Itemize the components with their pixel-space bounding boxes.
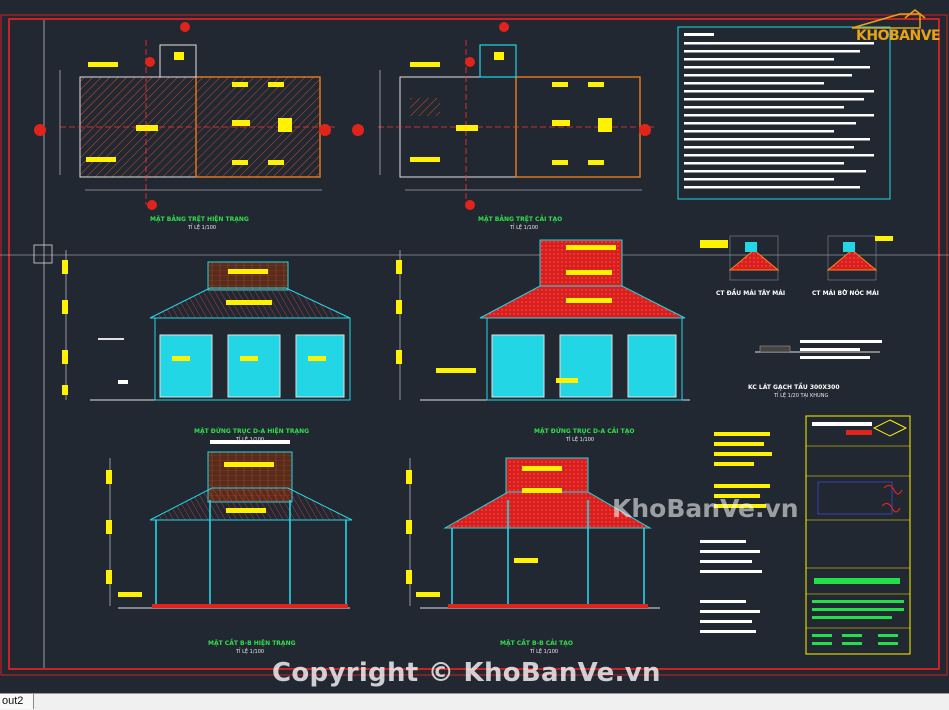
notes-block <box>677 26 891 200</box>
scale-section-renovated: TỈ LỆ 1/100 <box>530 649 559 655</box>
floor-detail <box>755 340 882 359</box>
scale-section-existing: TỈ LỆ 1/100 <box>236 649 265 655</box>
title-plan-existing: MẶT BẰNG TRỆT HIỆN TRẠNG <box>150 216 249 223</box>
scale-plan-existing: TỈ LỆ 1/100 <box>188 225 217 231</box>
elevation-existing <box>62 250 351 401</box>
title-block <box>805 415 911 655</box>
scale-elevation-renovated: TỈ LỆ 1/100 <box>566 437 595 443</box>
title-detail-b: CT MÁI BỜ NÓC MÁI <box>812 290 879 297</box>
logo-text: KHOBANVE <box>856 28 941 44</box>
scale-elevation-existing: TỈ LỆ 1/100 <box>236 437 265 443</box>
layout-tab-bar <box>0 693 949 710</box>
title-plan-renovated: MẶT BẰNG TRỆT CẢI TẠO <box>478 216 563 223</box>
scale-floor-detail: TỈ LỆ 1/20 TẠI KHUNG <box>774 393 829 399</box>
title-floor-detail: KC LÁT GẠCH TẦU 300X300 <box>748 384 840 391</box>
layout-tab[interactable]: out2 <box>0 694 35 709</box>
section-renovated <box>406 457 660 609</box>
sheet-border <box>8 18 940 670</box>
title-elevation-renovated: MẶT ĐỨNG TRỤC D-A CẢI TẠO <box>534 428 635 435</box>
legend-notes <box>700 432 772 633</box>
title-section-renovated: MẶT CẮT B-B CẢI TẠO <box>500 640 573 647</box>
roof-details <box>700 235 893 281</box>
logo-mark <box>851 9 926 29</box>
plan-renovated <box>352 22 655 210</box>
scale-plan-renovated: TỈ LỆ 1/100 <box>510 225 539 231</box>
title-detail-a: CT ĐẦU MÁI TÂY MÁI <box>716 290 786 297</box>
section-existing <box>106 440 353 609</box>
site-watermark: KhoBanVe.vn <box>612 494 799 523</box>
plan-existing <box>34 22 335 210</box>
title-section-existing: MẶT CẮT B-B HIỆN TRẠNG <box>208 640 296 647</box>
title-elevation-existing: MẶT ĐỨNG TRỤC D-A HIỆN TRẠNG <box>194 428 310 435</box>
cursor-crosshair <box>33 244 53 264</box>
elevation-renovated <box>396 239 690 401</box>
copyright-watermark: Copyright © KhoBanVe.vn <box>272 658 661 688</box>
